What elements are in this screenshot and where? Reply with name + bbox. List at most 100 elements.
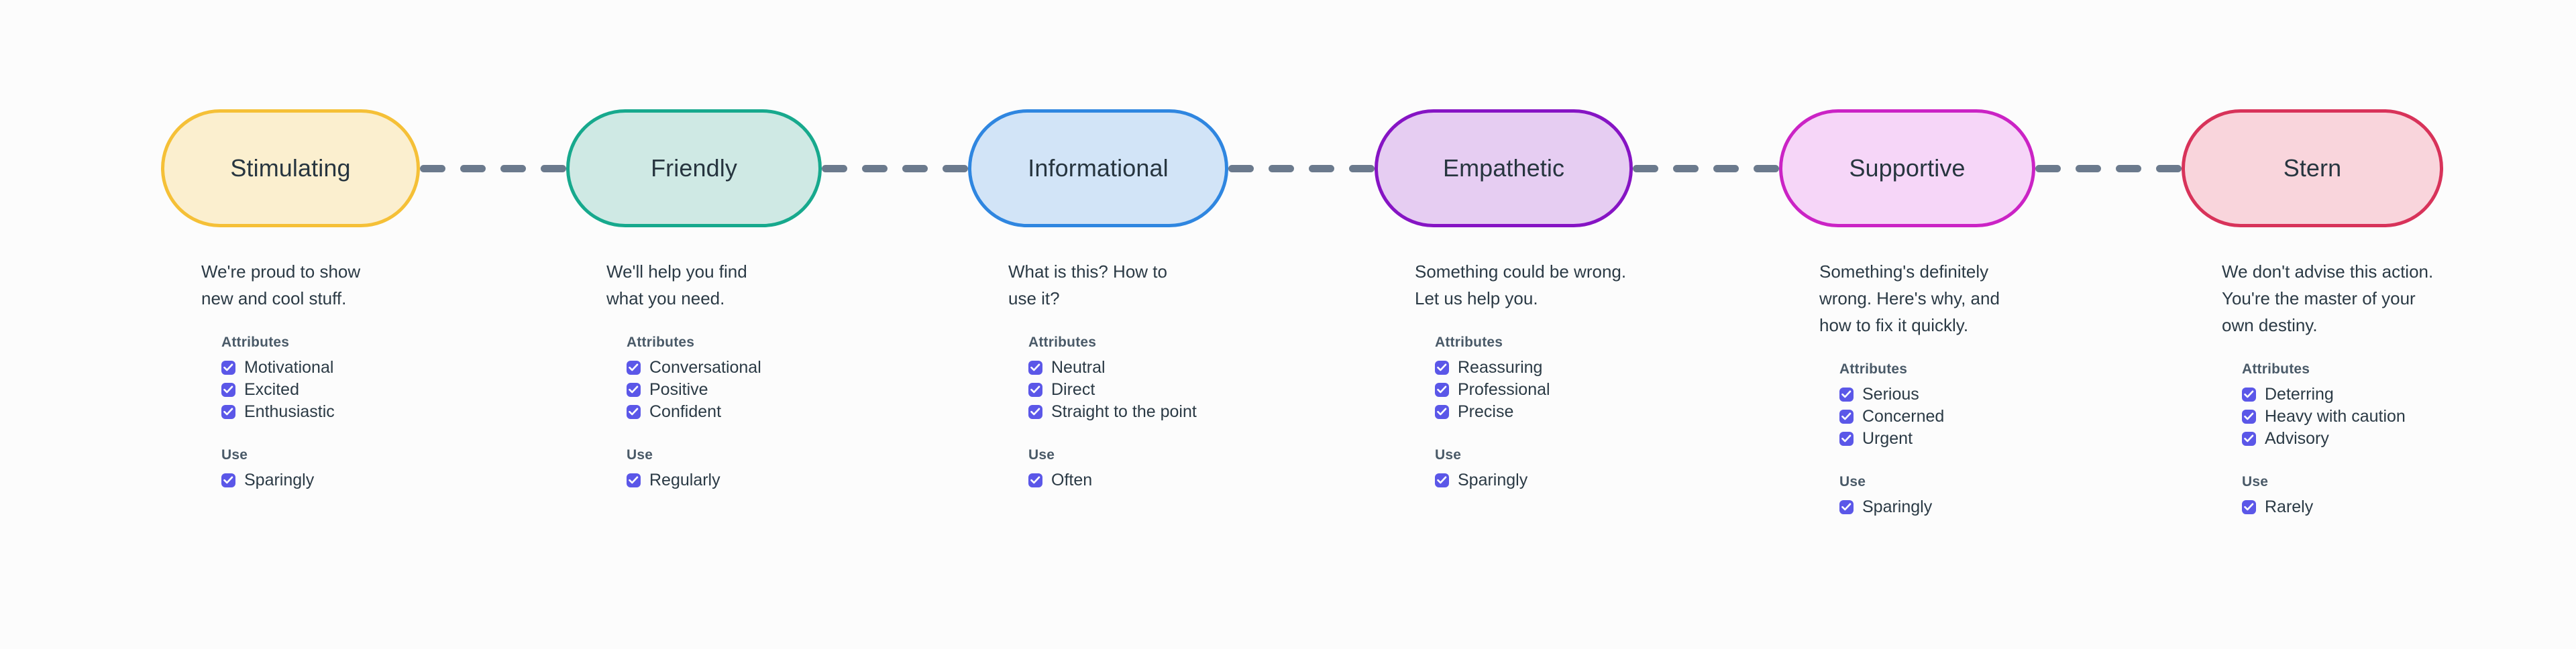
attributes-item[interactable]: Confident [627, 401, 761, 423]
tone-pill[interactable]: Informational [968, 109, 1228, 227]
checkbox-checked-icon[interactable] [1435, 405, 1449, 419]
use-label: Sparingly [1862, 497, 1933, 516]
attributes-label: Precise [1458, 402, 1514, 421]
attributes-label: Confident [649, 402, 722, 421]
attributes-item[interactable]: Neutral [1028, 357, 1197, 379]
checkbox-checked-icon[interactable] [1028, 405, 1042, 419]
tone-pill[interactable]: Stern [2182, 109, 2443, 227]
checkbox-checked-icon[interactable] [1839, 388, 1854, 402]
tone-pill[interactable]: Supportive [1779, 109, 2035, 227]
tone-description: We don't advise this action. You're the … [2222, 261, 2434, 335]
tone-pill[interactable]: Friendly [566, 109, 822, 227]
checkbox-checked-icon[interactable] [2242, 432, 2256, 446]
tone-pill[interactable]: Empathetic [1375, 109, 1633, 227]
attributes-item[interactable]: Straight to the point [1028, 401, 1197, 423]
attributes-item[interactable]: Serious [1839, 384, 1944, 406]
tone-name: Informational [1028, 154, 1169, 182]
tone-pill[interactable]: Stimulating [161, 109, 420, 227]
attributes-item[interactable]: Positive [627, 379, 761, 401]
checkbox-checked-icon[interactable] [221, 361, 235, 375]
attributes-item[interactable]: Motivational [221, 357, 335, 379]
dashed-connector [822, 164, 968, 172]
checkbox-checked-icon[interactable] [627, 383, 641, 397]
checkbox-checked-icon[interactable] [221, 473, 235, 487]
checkbox-checked-icon[interactable] [1435, 383, 1449, 397]
checkbox-checked-icon[interactable] [1839, 410, 1854, 424]
checkbox-checked-icon[interactable] [221, 383, 235, 397]
attributes-item[interactable]: Heavy with caution [2242, 406, 2406, 428]
use-heading: Use [1435, 447, 1462, 463]
connector-dash [2076, 164, 2101, 172]
attributes-label: Excited [244, 380, 299, 399]
connector-dash [1713, 164, 1739, 172]
tone-name: Friendly [651, 154, 737, 182]
tone-name: Stern [2283, 154, 2342, 182]
use-item[interactable]: Sparingly [1839, 496, 1944, 518]
checkbox-checked-icon[interactable] [221, 405, 235, 419]
checkbox-checked-icon[interactable] [1435, 473, 1449, 487]
attributes-label: Straight to the point [1051, 402, 1197, 421]
checkbox-checked-icon[interactable] [1435, 361, 1449, 375]
attributes-item[interactable]: Urgent [1839, 428, 1944, 450]
checkbox-checked-icon[interactable] [2242, 410, 2256, 424]
use-label: Often [1051, 471, 1093, 489]
attributes-item[interactable]: Concerned [1839, 406, 1944, 428]
attributes-item[interactable]: Professional [1435, 379, 1550, 401]
attributes-item[interactable]: Direct [1028, 379, 1197, 401]
connector-dash [943, 164, 968, 172]
use-label: Rarely [2265, 497, 2314, 516]
checkbox-checked-icon[interactable] [1028, 473, 1042, 487]
connector-dash [1269, 164, 1294, 172]
attributes-label: Concerned [1862, 407, 1945, 426]
tone-description: We're proud to show new and cool stuff. [201, 261, 361, 308]
attributes-item[interactable]: Enthusiastic [221, 401, 335, 423]
checkbox-checked-icon[interactable] [627, 361, 641, 375]
checkbox-checked-icon[interactable] [1839, 500, 1854, 514]
checkbox-checked-icon[interactable] [627, 473, 641, 487]
connector-dash [1228, 164, 1254, 172]
use-label: Sparingly [1458, 471, 1528, 489]
connector-dash [500, 164, 526, 172]
use-item[interactable]: Regularly [627, 469, 761, 491]
tone-name: Stimulating [230, 154, 351, 182]
use-item[interactable]: Sparingly [221, 469, 335, 491]
checkbox-checked-icon[interactable] [2242, 500, 2256, 514]
tone-pill-wrap: Friendly [566, 109, 968, 227]
tone-pill-wrap: Informational [968, 109, 1375, 227]
connector-dash [1673, 164, 1699, 172]
use-item[interactable]: Rarely [2242, 496, 2406, 518]
dashed-connector [1633, 164, 1779, 172]
attributes-label: Reassuring [1458, 358, 1543, 377]
tone-pill-wrap: Stern [2182, 109, 2443, 227]
attributes-item[interactable]: Reassuring [1435, 357, 1550, 379]
tone-description: Something could be wrong. Let us help yo… [1415, 261, 1627, 308]
attributes-item[interactable]: Deterring [2242, 384, 2406, 406]
attributes-item[interactable]: Precise [1435, 401, 1550, 423]
checkbox-checked-icon[interactable] [1028, 361, 1042, 375]
attributes-heading: Attributes [221, 335, 290, 350]
tone-column: Stern We don't advise this action. You're… [2182, 109, 2443, 518]
connector-dash [1754, 164, 1779, 172]
use-heading: Use [1839, 474, 1866, 489]
attributes-label: Heavy with caution [2265, 407, 2406, 426]
connector-dash [1309, 164, 1334, 172]
checkbox-checked-icon[interactable] [1028, 383, 1042, 397]
attributes-label: Deterring [2265, 385, 2334, 404]
checkbox-checked-icon[interactable] [1839, 432, 1854, 446]
dashed-connector [420, 164, 566, 172]
attributes-label: Direct [1051, 380, 1095, 399]
use-item[interactable]: Often [1028, 469, 1197, 491]
checkbox-checked-icon[interactable] [627, 405, 641, 419]
use-item[interactable]: Sparingly [1435, 469, 1550, 491]
tone-pill-wrap: Empathetic [1375, 109, 1779, 227]
attributes-item[interactable]: Advisory [2242, 428, 2406, 450]
checkbox-checked-icon[interactable] [2242, 388, 2256, 402]
attributes-label: Professional [1458, 380, 1550, 399]
attributes-item[interactable]: Excited [221, 379, 335, 401]
attributes-item[interactable]: Conversational [627, 357, 761, 379]
